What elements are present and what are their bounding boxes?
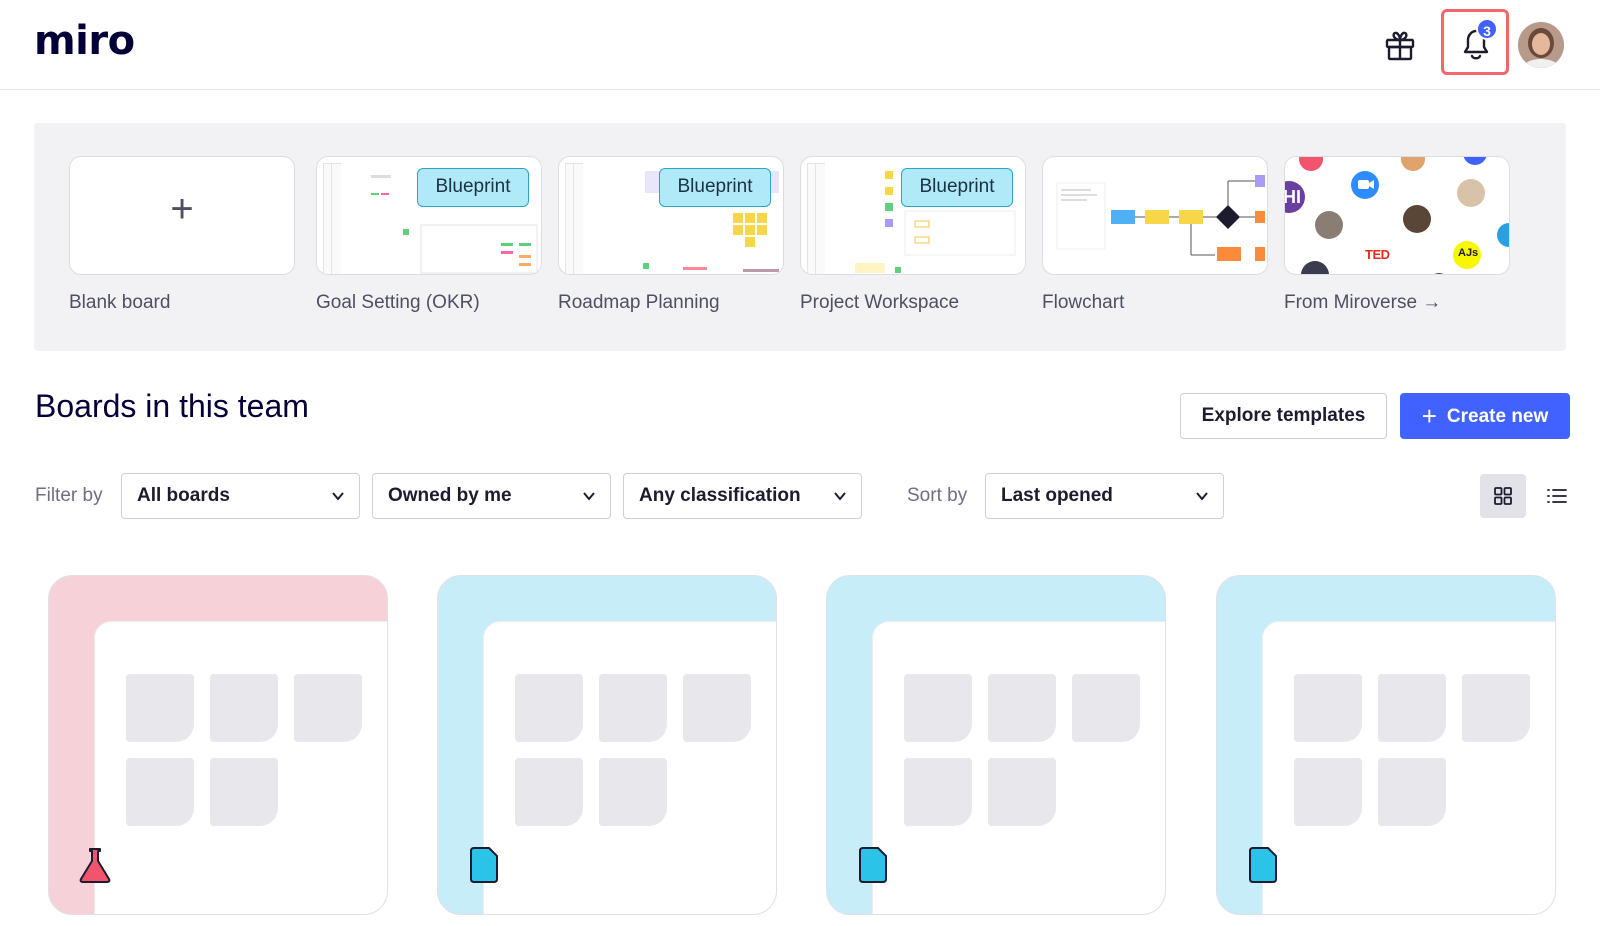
top-header: miro 3 (0, 0, 1600, 90)
board-card[interactable] (48, 575, 388, 915)
sticky-note-placeholder (515, 674, 583, 742)
sort-value: Last opened (1001, 485, 1113, 506)
blueprint-badge: Blueprint (659, 168, 771, 207)
sticky-note-placeholder (988, 674, 1056, 742)
template-thumbnail[interactable]: Blueprint (558, 156, 784, 275)
document-icon (1249, 847, 1277, 883)
list-icon (1547, 489, 1567, 503)
template-label: Project Workspace (800, 292, 960, 313)
template-thumbnail[interactable] (1042, 156, 1268, 275)
chevron-down-icon (583, 492, 595, 501)
sticky-note-placeholder (988, 758, 1056, 826)
template-strip: + Blank board Blueprint Goal Setti (34, 123, 1566, 351)
miro-logo[interactable]: miro (34, 18, 135, 64)
owner-filter-select[interactable]: Owned by me (372, 473, 611, 519)
sticky-note-placeholder (1462, 674, 1530, 742)
miroverse-logo-hi: HI (1284, 187, 1301, 207)
boards-filter-value: All boards (137, 485, 230, 506)
create-new-label: Create new (1446, 406, 1549, 427)
chevron-down-icon (834, 492, 846, 501)
classification-filter-value: Any classification (639, 485, 801, 506)
boards-filter-select[interactable]: All boards (121, 473, 360, 519)
chevron-down-icon (1196, 492, 1208, 501)
sticky-note-placeholder (515, 758, 583, 826)
create-new-button[interactable]: + Create new (1400, 393, 1570, 439)
classification-filter-select[interactable]: Any classification (623, 473, 862, 519)
board-preview (1263, 622, 1555, 914)
flask-icon (79, 848, 111, 883)
grid-icon (1494, 487, 1512, 505)
template-label: Blank board (69, 292, 171, 313)
board-card[interactable] (437, 575, 777, 915)
user-avatar[interactable] (1518, 22, 1564, 68)
template-thumbnail[interactable]: HI TED AJs (1284, 156, 1510, 275)
miroverse-logo-ted: TED (1365, 247, 1390, 262)
sticky-note-placeholder (599, 758, 667, 826)
template-label: Flowchart (1042, 292, 1125, 313)
explore-templates-button[interactable]: Explore templates (1180, 393, 1387, 439)
sticky-note-placeholder (1294, 674, 1362, 742)
grid-view-button[interactable] (1480, 474, 1526, 518)
blueprint-badge: Blueprint (901, 168, 1013, 207)
sticky-note-placeholder (904, 758, 972, 826)
document-icon (470, 847, 498, 883)
board-card[interactable] (826, 575, 1166, 915)
template-flowchart[interactable]: Flowchart (1042, 156, 1268, 314)
sticky-note-placeholder (126, 758, 194, 826)
template-roadmap-planning[interactable]: Blueprint Roadmap Planning (558, 156, 784, 314)
template-thumbnail[interactable]: + (69, 156, 295, 275)
template-goal-setting[interactable]: Blueprint Goal Setting (OKR) (316, 156, 542, 314)
gift-icon[interactable] (1384, 30, 1416, 62)
sticky-note-placeholder (904, 674, 972, 742)
sort-by-label: Sort by (907, 485, 968, 506)
miroverse-logo-ajs: AJs (1458, 247, 1479, 259)
board-preview (95, 622, 387, 914)
sticky-note-placeholder (210, 674, 278, 742)
sticky-note-placeholder (1072, 674, 1140, 742)
flowchart-preview-image (1056, 175, 1265, 261)
sticky-note-placeholder (210, 758, 278, 826)
miroverse-preview-image (1285, 157, 1509, 274)
template-blank-board[interactable]: + Blank board (69, 156, 295, 314)
blueprint-badge: Blueprint (417, 168, 529, 207)
template-thumbnail[interactable]: Blueprint (316, 156, 542, 275)
template-thumbnail[interactable]: Blueprint (800, 156, 1026, 275)
template-label: From Miroverse → (1284, 292, 1442, 313)
sticky-note-placeholder (599, 674, 667, 742)
notifications-button[interactable]: 3 (1441, 9, 1509, 75)
template-label: Goal Setting (OKR) (316, 292, 480, 313)
document-icon (859, 847, 887, 883)
filter-by-label: Filter by (35, 485, 103, 506)
notification-count-badge: 3 (1476, 18, 1498, 40)
board-preview (873, 622, 1165, 914)
list-view-button[interactable] (1534, 474, 1580, 518)
template-project-workspace[interactable]: Blueprint Project Workspace (800, 156, 1026, 314)
sticky-note-placeholder (126, 674, 194, 742)
sticky-note-placeholder (1294, 758, 1362, 826)
board-card[interactable] (1216, 575, 1556, 915)
plus-icon: + (1421, 401, 1437, 431)
sticky-note-placeholder (1378, 758, 1446, 826)
plus-icon: + (170, 187, 194, 231)
template-label: Roadmap Planning (558, 292, 720, 313)
page-title: Boards in this team (35, 388, 309, 424)
board-preview (484, 622, 776, 914)
template-miroverse[interactable]: HI TED AJs From Miroverse → (1284, 156, 1510, 314)
owner-filter-value: Owned by me (388, 485, 512, 506)
sticky-note-placeholder (294, 674, 362, 742)
chevron-down-icon (332, 492, 344, 501)
sticky-note-placeholder (683, 674, 751, 742)
sort-select[interactable]: Last opened (985, 473, 1224, 519)
sticky-note-placeholder (1378, 674, 1446, 742)
